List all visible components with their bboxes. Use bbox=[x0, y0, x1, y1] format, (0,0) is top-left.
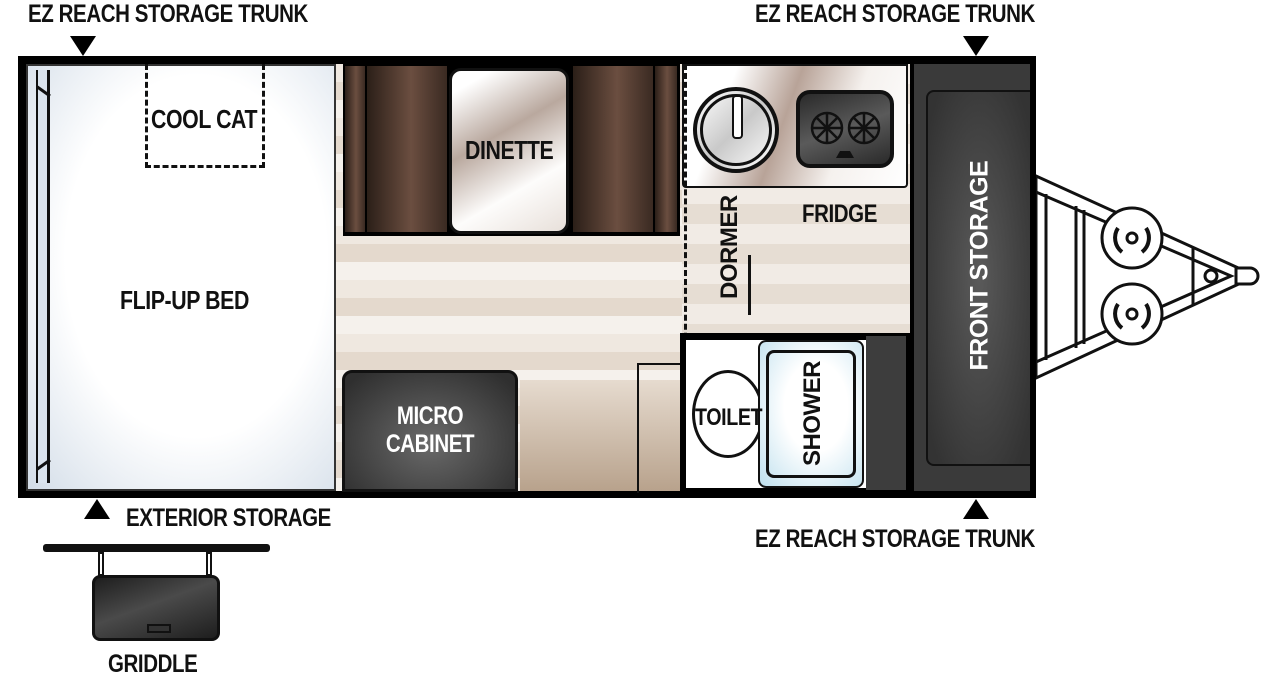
arrow-marker-icon bbox=[963, 36, 989, 56]
dormer-outline bbox=[684, 64, 687, 491]
front-storage-compartment bbox=[926, 90, 1030, 466]
front-storage-label: FRONT STORAGE bbox=[965, 160, 994, 371]
stove-icon bbox=[796, 90, 894, 168]
bed-rail bbox=[36, 70, 50, 483]
flip-up-bed-label: FLIP-UP BED bbox=[120, 285, 249, 315]
dinette-bench-edge-left bbox=[345, 66, 365, 232]
propane-tank-icon bbox=[1100, 206, 1164, 346]
dinette-label: DINETTE bbox=[465, 135, 554, 165]
arrow-marker-icon bbox=[84, 499, 110, 519]
exterior-storage-label: EXTERIOR STORAGE bbox=[126, 504, 331, 532]
dinette-table bbox=[449, 68, 569, 234]
cool-cat-label: COOL CAT bbox=[151, 104, 258, 134]
dinette-bench-left bbox=[367, 66, 447, 232]
shower-icon bbox=[758, 340, 864, 488]
dinette-bench-right bbox=[573, 66, 653, 232]
griddle-handle bbox=[147, 624, 171, 633]
floor-area-entry bbox=[520, 380, 682, 491]
dormer-label: DORMER bbox=[716, 195, 743, 299]
micro-cabinet-label-line1: MICRO bbox=[396, 402, 464, 430]
shower-pan bbox=[766, 350, 856, 478]
wardrobe-closet bbox=[637, 363, 683, 493]
ez-reach-trunk-label-top-left: EZ REACH STORAGE TRUNK bbox=[28, 0, 308, 28]
faucet-icon bbox=[732, 95, 743, 139]
fridge-label: FRIDGE bbox=[802, 200, 877, 228]
griddle-hanger bbox=[206, 552, 212, 576]
flip-up-bed bbox=[26, 64, 336, 491]
micro-cabinet-label-line2: CABINET bbox=[385, 430, 475, 458]
griddle-icon bbox=[92, 575, 220, 641]
arrow-marker-icon bbox=[963, 499, 989, 519]
dormer-marker bbox=[748, 255, 751, 315]
shower-label: SHOWER bbox=[799, 361, 826, 466]
griddle-mount-rail bbox=[43, 544, 270, 552]
bed-hinge-icon bbox=[36, 84, 51, 472]
bathroom-cabinet bbox=[866, 336, 906, 490]
ez-reach-trunk-label-top-right: EZ REACH STORAGE TRUNK bbox=[755, 0, 1035, 28]
hitch-icon bbox=[1036, 174, 1260, 380]
micro-cabinet bbox=[342, 370, 518, 492]
toilet-label: TOILET bbox=[695, 404, 763, 431]
dinette-bench-edge-right bbox=[655, 66, 677, 232]
arrow-marker-icon bbox=[70, 36, 96, 56]
griddle-hanger bbox=[98, 552, 104, 576]
ez-reach-trunk-label-bottom-right: EZ REACH STORAGE TRUNK bbox=[755, 525, 1035, 553]
griddle-label: GRIDDLE bbox=[108, 650, 198, 678]
micro-cabinet-label: MICRO CABINET bbox=[342, 402, 518, 458]
cool-cat-ac-unit bbox=[145, 64, 265, 168]
